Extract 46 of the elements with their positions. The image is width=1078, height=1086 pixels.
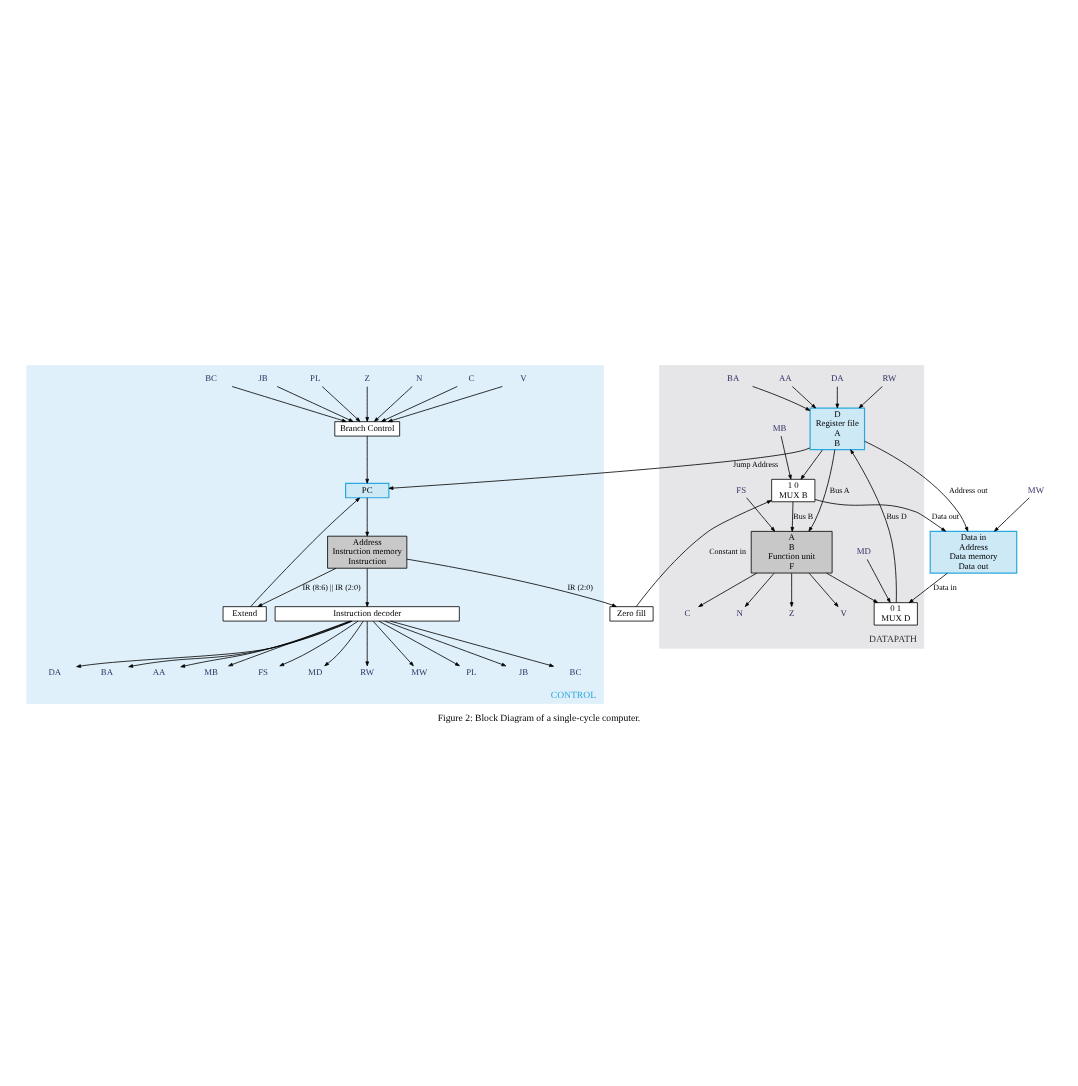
- arrow: [365, 620, 369, 667]
- arrow: [744, 572, 775, 607]
- arrow: [866, 559, 891, 603]
- arrow: [635, 500, 772, 607]
- arrow: [321, 386, 361, 422]
- arrow: [808, 449, 836, 532]
- arrow: [365, 568, 369, 607]
- arrow: [387, 386, 503, 423]
- arrow: [800, 449, 823, 480]
- arrow: [390, 620, 554, 667]
- arrow: [826, 572, 879, 604]
- arrow: [791, 386, 816, 409]
- arrow: [388, 447, 811, 490]
- arrow: [276, 386, 354, 422]
- arrow: [858, 386, 883, 409]
- arrow: [814, 499, 946, 532]
- arrow: [835, 386, 840, 409]
- arrow: [365, 386, 369, 422]
- arrow: [994, 497, 1030, 532]
- arrow: [384, 620, 507, 667]
- arrow: [808, 572, 839, 607]
- arrow: [850, 449, 897, 603]
- arrow: [372, 620, 414, 667]
- arrow: [378, 620, 460, 667]
- arrow: [180, 620, 351, 668]
- arrow: [279, 620, 359, 667]
- arrow: [864, 440, 969, 532]
- arrow: [406, 558, 617, 607]
- arrow: [365, 435, 369, 484]
- arrow: [324, 620, 364, 667]
- arrow: [257, 567, 337, 607]
- arrow: [789, 572, 794, 607]
- arrow: [780, 435, 792, 480]
- arrow: [365, 497, 369, 537]
- arrow: [76, 620, 353, 668]
- arrow: [698, 572, 758, 608]
- arrow: [374, 386, 413, 422]
- arrow: [752, 386, 811, 411]
- arrow: [790, 501, 795, 532]
- arrow: [228, 620, 350, 667]
- arrow: [908, 572, 948, 604]
- arrow: [746, 497, 776, 532]
- arrow: [128, 620, 353, 668]
- arrow: [231, 386, 347, 423]
- arrow: [380, 386, 458, 422]
- arrow: [250, 497, 360, 607]
